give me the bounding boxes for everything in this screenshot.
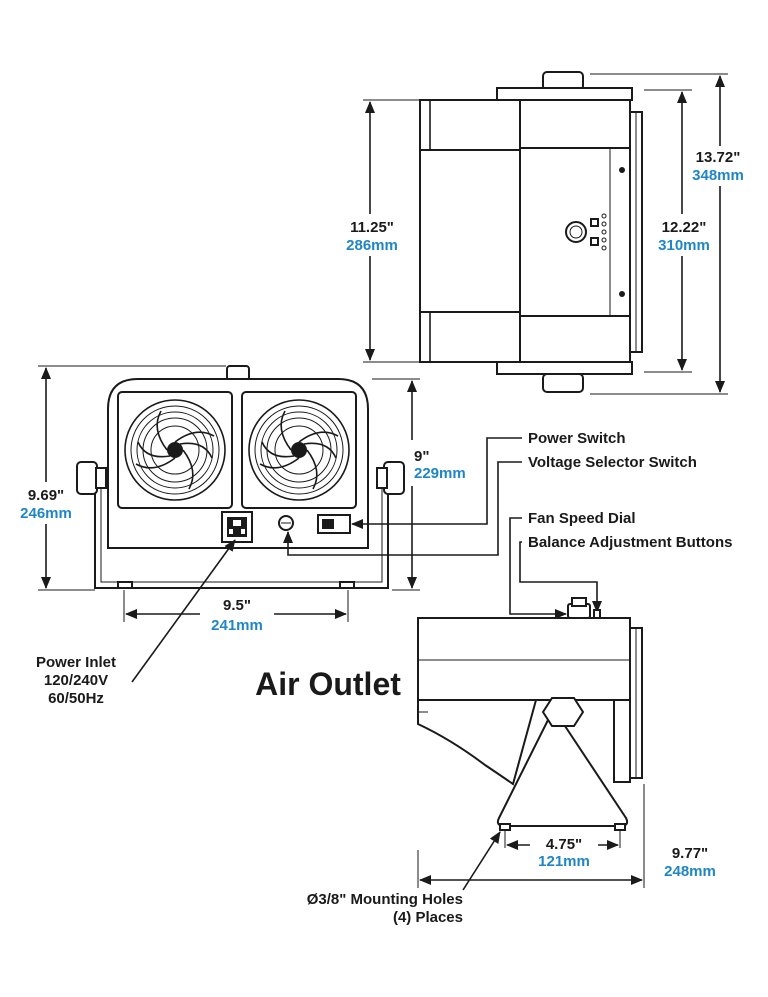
front-fan-height-in: 9" bbox=[414, 448, 429, 465]
power-switch-icon bbox=[317, 514, 351, 534]
side-view: Air Outlet 4.75" 121mm 9.77" 248mm bbox=[255, 597, 716, 888]
top-width-mm: 310mm bbox=[658, 237, 710, 254]
top-height-mm: 286mm bbox=[346, 237, 398, 254]
air-outlet-label: Air Outlet bbox=[255, 666, 401, 702]
top-height-in: 11.25" bbox=[350, 219, 394, 236]
voltage-selector-label: Voltage Selector Switch bbox=[528, 454, 697, 471]
mounting-holes-label: Ø3/8" Mounting Holes bbox=[307, 891, 463, 908]
top-overall-mm: 348mm bbox=[692, 167, 744, 184]
front-base-width-mm: 241mm bbox=[211, 617, 263, 634]
callout-labels: Power Switch Voltage Selector Switch Fan… bbox=[36, 430, 732, 926]
front-base-width-in: 9.5" bbox=[223, 597, 251, 614]
fan-speed-dial-label: Fan Speed Dial bbox=[528, 510, 636, 527]
top-overall-in: 13.72" bbox=[696, 149, 741, 166]
side-depth-mm: 248mm bbox=[664, 863, 716, 880]
power-inlet-icon bbox=[221, 511, 253, 543]
power-inlet-label: Power Inlet bbox=[36, 654, 116, 671]
left-fan-icon bbox=[124, 399, 226, 501]
power-inlet-frequency: 60/50Hz bbox=[48, 690, 104, 707]
power-switch-label: Power Switch bbox=[528, 430, 626, 447]
front-view: 9.69" 246mm 9" 229mm 9.5" 241mm bbox=[20, 365, 466, 634]
top-width-in: 12.22" bbox=[662, 219, 707, 236]
power-inlet-voltage: 120/240V bbox=[44, 672, 108, 689]
front-fan-height-mm: 229mm bbox=[414, 465, 466, 482]
front-height-mm: 246mm bbox=[20, 505, 72, 522]
right-fan-icon bbox=[248, 399, 350, 501]
voltage-selector-icon bbox=[278, 515, 294, 531]
side-depth-in: 9.77" bbox=[672, 845, 708, 862]
callout-leaders bbox=[131, 437, 602, 891]
balance-buttons-label: Balance Adjustment Buttons bbox=[528, 534, 732, 551]
mounting-holes-count: (4) Places bbox=[393, 909, 463, 926]
top-view: 11.25" 286mm 12.22" 310mm 13.72" 348mm bbox=[346, 71, 744, 395]
side-foot-span-mm: 121mm bbox=[538, 853, 590, 870]
front-height-in: 9.69" bbox=[28, 487, 64, 504]
side-foot-span-in: 4.75" bbox=[546, 836, 582, 853]
